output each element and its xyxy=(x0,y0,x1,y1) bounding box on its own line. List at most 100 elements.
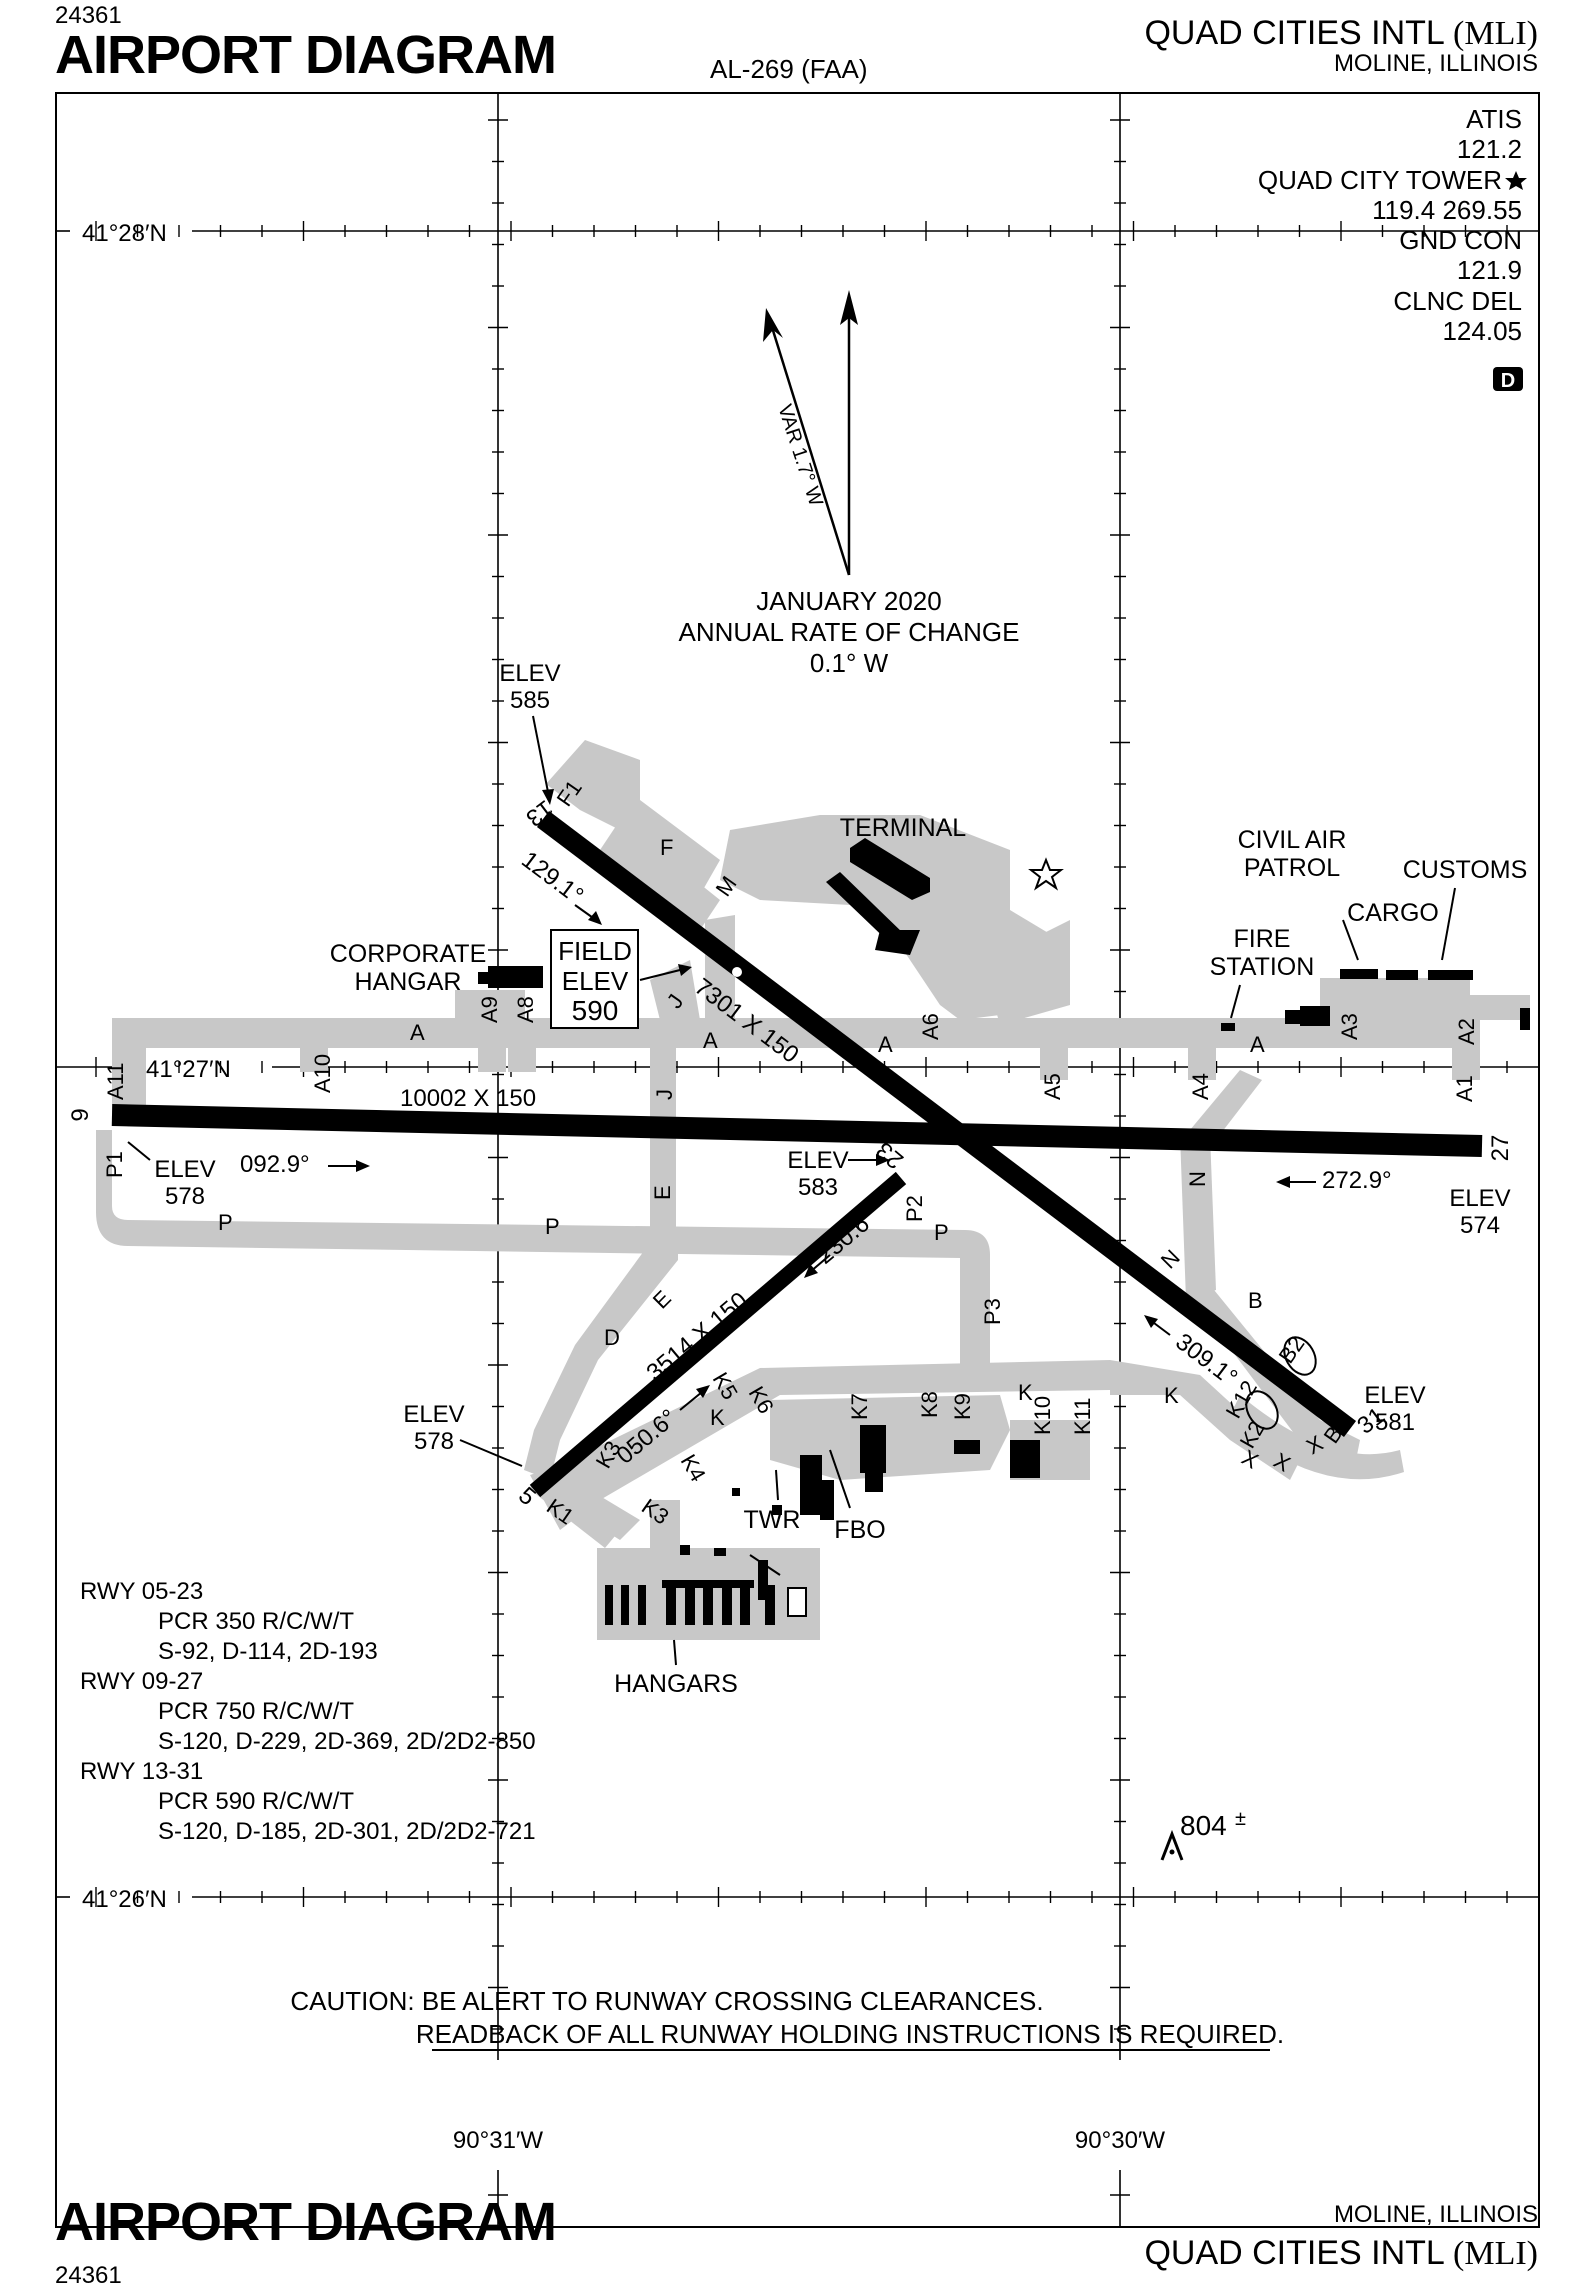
freq-clnc-value: 124.05 xyxy=(1442,316,1522,346)
twy-j: J xyxy=(652,1089,677,1100)
arrow-head xyxy=(1144,1315,1158,1328)
arrow-head xyxy=(804,1264,818,1278)
rwy-31-elev-label: ELEV xyxy=(1364,1382,1425,1409)
arrow-head xyxy=(588,911,602,925)
arrow-head xyxy=(696,1385,710,1398)
airport-name-top: QUAD CITIES INTL (MLI) xyxy=(1144,16,1538,51)
rwy-05-elev-label: ELEV xyxy=(403,1401,464,1428)
magnetic-north-arrow xyxy=(763,308,851,576)
runway-09-27 xyxy=(111,1104,1483,1157)
leader-line xyxy=(639,969,681,981)
twy-k: K xyxy=(1164,1383,1179,1408)
arrow-head xyxy=(1276,1176,1290,1188)
rwy-27-elev-value: 574 xyxy=(1460,1212,1500,1239)
airport-diagram-map: 41°28′N 41°27′N 41°26′N 90°31′W 90°30′W xyxy=(55,92,1540,2228)
d-badge-label: D xyxy=(1501,370,1515,392)
freq-atis-label: ATIS xyxy=(1466,104,1522,134)
obstacle xyxy=(1160,1829,1184,1861)
rwy-info-line: S-92, D-114, 2D-193 xyxy=(158,1638,378,1665)
civil-air-patrol-label: PATROL xyxy=(1244,854,1340,882)
runway-dot xyxy=(732,967,742,977)
twy-a6: A6 xyxy=(918,1013,943,1040)
star-icon xyxy=(1505,171,1527,190)
rwy-05-heading-arrow xyxy=(679,1391,703,1411)
fbo-label: FBO xyxy=(834,1516,885,1544)
frequency-box: ATIS 121.2 QUAD CITY TOWER 119.4 269.55 … xyxy=(1258,104,1522,346)
runway-info: RWY 05-23 PCR 350 R/C/W/T S-92, D-114, 2… xyxy=(80,1578,536,1845)
airport-name: QUAD CITIES INTL xyxy=(1144,14,1444,52)
arrow-head xyxy=(356,1160,370,1172)
buildings xyxy=(478,838,1530,1625)
freq-tower-value: 119.4 269.55 xyxy=(1372,195,1522,225)
rwy-info-line: S-120, D-185, 2D-301, 2D/2D2-721 xyxy=(158,1818,536,1845)
field-elevation-box xyxy=(550,929,639,1029)
hot-spot-icon xyxy=(1283,1336,1317,1376)
rwy-09-end: 9 xyxy=(67,1108,94,1121)
rwy-13-elev-label: ELEV xyxy=(499,660,560,687)
twy-n: N xyxy=(1185,1171,1210,1187)
twy-a11: A11 xyxy=(103,1062,128,1100)
var-rate-label: ANNUAL RATE OF CHANGE xyxy=(679,617,1020,647)
twy-a1: A1 xyxy=(1452,1075,1477,1102)
rwy-31-elev-value: 581 xyxy=(1375,1409,1415,1436)
arrow-head xyxy=(542,789,554,805)
twy-a: A xyxy=(878,1032,893,1057)
runway-05-23 xyxy=(529,1171,907,1498)
twy-d: D xyxy=(604,1325,620,1350)
twy-a3: A3 xyxy=(1337,1013,1362,1040)
rwy-05-end: 5 xyxy=(513,1482,541,1511)
d-badge xyxy=(1493,367,1523,391)
twy-k11: K11 xyxy=(1070,1397,1095,1435)
hot-spot-icon xyxy=(1245,1390,1279,1430)
runway-13-31 xyxy=(536,811,1357,1437)
airport-ident: (MLI) xyxy=(1453,15,1538,52)
rwy-info-line: RWY 09-27 xyxy=(80,1668,203,1695)
rwy-13-elev-value: 585 xyxy=(510,687,550,714)
freq-gnd-value: 121.9 xyxy=(1457,255,1522,285)
fire-station-label: FIRE xyxy=(1234,925,1291,953)
twy-p: P xyxy=(218,1210,233,1235)
twy-a2: A2 xyxy=(1454,1018,1479,1045)
rwy-23-elev-label: ELEV xyxy=(787,1147,848,1174)
twy-p1: P1 xyxy=(102,1151,127,1178)
field-elev-value: 590 xyxy=(572,995,619,1026)
twy-k8: K8 xyxy=(917,1391,942,1418)
rwy-09-heading: 092.9° xyxy=(240,1151,310,1178)
corporate-hangar-label: CORPORATE xyxy=(330,940,487,968)
caution-line2: READBACK OF ALL RUNWAY HOLDING INSTRUCTI… xyxy=(416,2019,1284,2049)
lat-label-27: 41°27′N xyxy=(146,1056,231,1083)
civil-air-patrol-label: CIVIL AIR xyxy=(1238,826,1347,854)
freq-tower-label: QUAD CITY TOWER xyxy=(1258,165,1502,195)
caution-line1: CAUTION: BE ALERT TO RUNWAY CROSSING CLE… xyxy=(290,1986,1043,2016)
twy-k10: K10 xyxy=(1030,1396,1055,1435)
airport-ident: (MLI) xyxy=(1453,2235,1538,2272)
twy-b: B xyxy=(1248,1288,1263,1313)
fire-station-label: STATION xyxy=(1210,953,1315,981)
twy-a: A xyxy=(410,1020,425,1045)
hangars-label: HANGARS xyxy=(614,1670,738,1698)
rwy-info-line: PCR 350 R/C/W/T xyxy=(158,1608,354,1635)
facility-leaders xyxy=(673,887,1456,1666)
airport-name: QUAD CITIES INTL xyxy=(1144,2234,1444,2272)
var-rate: 0.1° W xyxy=(810,648,889,678)
chart-number-bottom: 24361 xyxy=(55,2262,122,2289)
rwy-09-elev-value: 578 xyxy=(165,1183,205,1210)
runways xyxy=(111,811,1483,1498)
twy-f: F xyxy=(660,835,673,860)
rwy-23-elev-value: 583 xyxy=(798,1174,838,1201)
obstacle-suffix: ± xyxy=(1235,1808,1246,1830)
twr-label: TWR xyxy=(744,1506,801,1534)
customs-label: CUSTOMS xyxy=(1403,856,1528,884)
freq-clnc-label: CLNC DEL xyxy=(1393,286,1522,316)
twy-k7: K7 xyxy=(847,1393,872,1420)
fuel-tank xyxy=(787,1587,807,1617)
twy-a9: A9 xyxy=(477,996,502,1023)
twy-k: K xyxy=(710,1405,725,1430)
twy-p3: P3 xyxy=(980,1298,1005,1325)
leader-line xyxy=(127,1141,151,1161)
rwy-09-elev-label: ELEV xyxy=(154,1156,215,1183)
airport-name-bottom: QUAD CITIES INTL (MLI) xyxy=(1144,2236,1538,2271)
twy-n: N xyxy=(1156,1245,1185,1274)
leader-line xyxy=(459,1439,523,1467)
rwy-27-heading: 272.9° xyxy=(1322,1167,1392,1194)
